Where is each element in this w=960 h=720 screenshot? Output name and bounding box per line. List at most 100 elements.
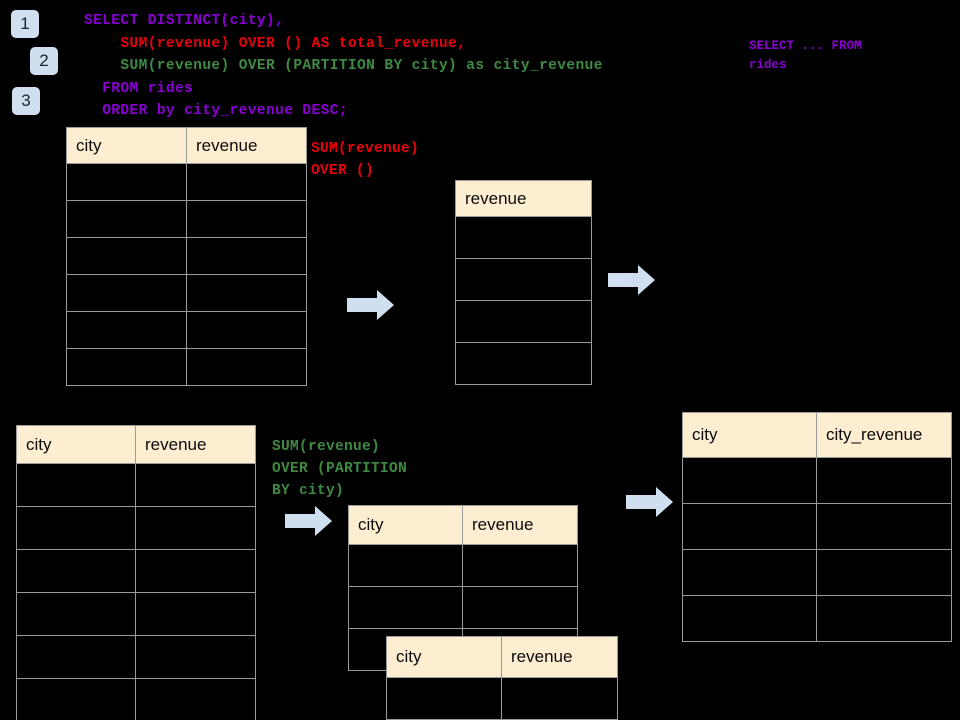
table-cell xyxy=(462,544,578,587)
table-row xyxy=(682,503,952,550)
table-cell xyxy=(455,258,592,301)
table-cell xyxy=(816,503,952,550)
table-cell xyxy=(462,586,578,629)
table-cell xyxy=(135,592,256,636)
table-cell xyxy=(16,463,136,507)
table-cell xyxy=(66,237,187,275)
sql-line-sum-over-empty: SUM(revenue) OVER () AS total_revenue, xyxy=(84,36,467,52)
table-cell xyxy=(682,549,817,596)
table-cell xyxy=(66,163,187,201)
column-header-city: city xyxy=(66,127,187,164)
table-cell xyxy=(135,678,256,720)
table-cell xyxy=(186,274,307,312)
table-cell xyxy=(816,595,952,642)
table-cell xyxy=(455,300,592,343)
table-cell xyxy=(682,503,817,550)
table-cell xyxy=(66,274,187,312)
table-row xyxy=(16,678,256,720)
annotation-sum-over-partition-line1: SUM(revenue) xyxy=(272,439,381,455)
table-header-row: city revenue xyxy=(66,127,307,164)
table-header-row: revenue xyxy=(455,180,592,217)
table-cell xyxy=(16,592,136,636)
table-row xyxy=(66,311,307,349)
arrow-partition-to-result xyxy=(626,486,674,523)
column-header-revenue: revenue xyxy=(462,505,578,545)
table-cell xyxy=(186,200,307,238)
table-cell xyxy=(816,549,952,596)
table-row xyxy=(16,506,256,550)
annotation-select-from-line2: rides xyxy=(749,58,787,72)
rides-table-top: city revenue xyxy=(66,127,307,386)
table-row xyxy=(66,237,307,275)
table-row xyxy=(682,457,952,504)
table-cell xyxy=(348,544,463,587)
table-cell xyxy=(816,457,952,504)
result-table: city city_revenue xyxy=(682,412,952,642)
table-row xyxy=(66,200,307,238)
column-header-revenue: revenue xyxy=(455,180,592,217)
table-cell xyxy=(16,506,136,550)
table-cell xyxy=(135,549,256,593)
table-cell xyxy=(501,677,618,720)
sql-line-order-by: ORDER by city_revenue DESC; xyxy=(84,103,348,119)
table-cell xyxy=(186,163,307,201)
arrow-rides-to-partition xyxy=(285,505,333,542)
table-row xyxy=(16,592,256,636)
table-row xyxy=(16,463,256,507)
column-header-revenue: revenue xyxy=(135,425,256,464)
table-row xyxy=(455,300,592,343)
table-cell xyxy=(186,348,307,386)
step-badge-1: 1 xyxy=(11,10,39,38)
arrow-total-to-result xyxy=(608,264,656,301)
rides-table-bottom: city revenue xyxy=(16,425,256,720)
table-header-row: city revenue xyxy=(386,636,618,678)
step-badge-2: 2 xyxy=(30,47,58,75)
table-cell xyxy=(16,678,136,720)
table-row xyxy=(66,274,307,312)
table-header-row: city city_revenue xyxy=(682,412,952,458)
column-header-revenue: revenue xyxy=(501,636,618,678)
table-cell xyxy=(186,311,307,349)
sql-line-from-rides: FROM rides xyxy=(84,81,194,97)
annotation-sum-over-partition-line3: BY city) xyxy=(272,483,345,499)
table-row xyxy=(66,348,307,386)
table-cell xyxy=(386,677,502,720)
column-header-revenue: revenue xyxy=(186,127,307,164)
table-row xyxy=(66,163,307,201)
table-row xyxy=(348,544,578,587)
annotation-sum-over-empty-line1: SUM(revenue) xyxy=(311,141,420,157)
table-cell xyxy=(682,595,817,642)
table-cell xyxy=(16,635,136,679)
step-badge-3: 3 xyxy=(12,87,40,115)
sql-line-sum-over-partition: SUM(revenue) OVER (PARTITION BY city) as… xyxy=(84,58,603,74)
table-cell xyxy=(135,506,256,550)
annotation-select-from-line1: SELECT ... FROM xyxy=(749,39,862,53)
partition-table-front: city revenue xyxy=(386,636,618,720)
table-cell xyxy=(455,342,592,385)
table-cell xyxy=(16,549,136,593)
annotation-sum-over-partition-line2: OVER (PARTITION xyxy=(272,461,408,477)
table-row xyxy=(455,342,592,385)
table-row xyxy=(348,586,578,629)
table-cell xyxy=(186,237,307,275)
table-cell xyxy=(348,586,463,629)
column-header-city-revenue: city_revenue xyxy=(816,412,952,458)
annotation-sum-over-empty-line2: OVER () xyxy=(311,163,375,179)
table-row xyxy=(682,549,952,596)
table-header-row: city revenue xyxy=(16,425,256,464)
column-header-city: city xyxy=(386,636,502,678)
table-cell xyxy=(455,216,592,259)
sql-line-select-distinct: SELECT DISTINCT(city), xyxy=(84,13,285,29)
table-cell xyxy=(135,463,256,507)
table-header-row: city revenue xyxy=(348,505,578,545)
table-row xyxy=(16,549,256,593)
table-cell xyxy=(135,635,256,679)
column-header-city: city xyxy=(16,425,136,464)
table-cell xyxy=(682,457,817,504)
table-row xyxy=(386,677,618,720)
arrow-rides-to-total xyxy=(347,289,395,326)
table-cell xyxy=(66,348,187,386)
table-cell xyxy=(66,200,187,238)
table-row xyxy=(682,595,952,642)
